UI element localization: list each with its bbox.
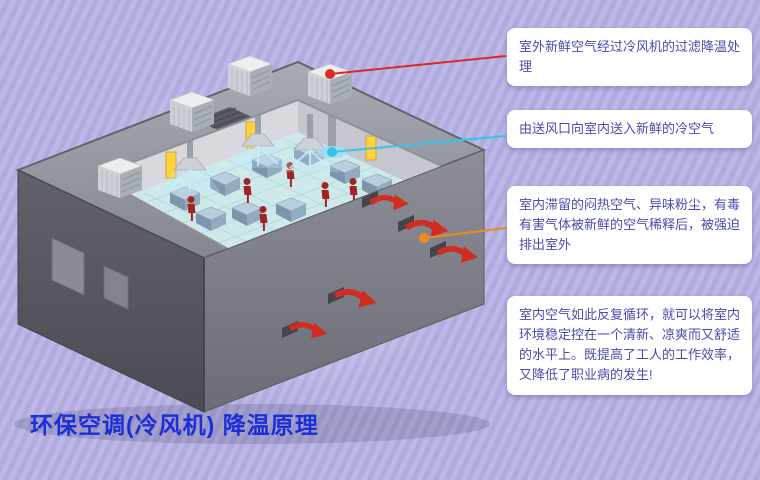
callout-filter-text: 室外新鲜空气经过冷风机的过滤降温处理	[519, 39, 741, 75]
connector-red-dot	[325, 69, 335, 79]
callout-cycle-text: 室内空气如此反复循环，就可以将室内环境稳定控在一个清新、凉爽而又舒适的水平上。既…	[519, 307, 741, 383]
rooftop-unit	[97, 157, 143, 199]
rooftop-unit	[227, 55, 273, 97]
callout-supply-text: 由送风口向室内送入新鲜的冷空气	[519, 121, 715, 136]
connector-red-line	[329, 55, 507, 75]
connector-cyan-dot	[327, 147, 337, 157]
page-title: 环保空调(冷风机) 降温原理	[30, 412, 319, 438]
callout-cycle: 室内空气如此反复循环，就可以将室内环境稳定控在一个清新、凉爽而又舒适的水平上。既…	[507, 296, 752, 395]
connector-orange-dot	[419, 233, 429, 243]
callout-exhaust-text: 室内滞留的闷热空气、异味粉尘，有毒有害气体被新鲜的空气稀释后，被强迫排出室外	[519, 197, 741, 253]
callout-filter: 室外新鲜空气经过冷风机的过滤降温处理	[507, 28, 752, 87]
rooftop-unit	[169, 91, 215, 133]
callout-supply: 由送风口向室内送入新鲜的冷空气	[507, 110, 752, 149]
callout-exhaust: 室内滞留的闷热空气、异味粉尘，有毒有害气体被新鲜的空气稀释后，被强迫排出室外	[507, 186, 752, 265]
